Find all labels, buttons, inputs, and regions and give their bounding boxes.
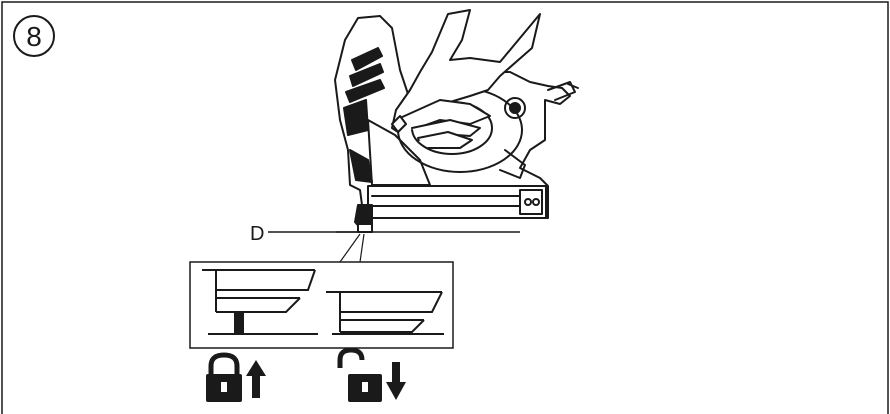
detail-inset-frame [189, 261, 454, 349]
zoom-leader-left [339, 233, 361, 263]
label-d-text: D [250, 223, 264, 245]
step-badge-circle [13, 15, 55, 57]
step-badge: 8 [13, 15, 55, 57]
lock-closed-keyhole [221, 382, 227, 392]
arrow-up-icon [246, 360, 266, 398]
finger-3 [417, 131, 473, 149]
step-number: 8 [26, 21, 42, 52]
magazine-screw-1 [524, 198, 532, 206]
handle-grip [351, 47, 383, 71]
thumb-nail [391, 115, 407, 133]
hand-illustration [391, 9, 541, 149]
zoom-leader-right [359, 233, 365, 263]
hand-outline [391, 9, 541, 133]
left-shoe [216, 269, 316, 313]
lock-open-shackle [337, 347, 365, 368]
arrow-up-head [246, 360, 266, 376]
power-cord [547, 81, 576, 101]
handle-grip-3 [345, 79, 385, 103]
handle-grip-2 [349, 63, 384, 87]
cord-knob [504, 97, 526, 119]
front-housing-dark [349, 149, 373, 183]
detail-inset [189, 261, 454, 349]
left-nail [234, 312, 244, 334]
detail-left-raised [202, 269, 318, 335]
arrow-down-icon [386, 362, 406, 400]
lock-open-keyhole [362, 382, 368, 392]
nose-tip-foot [357, 223, 373, 233]
locked-up-indicator [206, 352, 266, 402]
lock-closed-shackle [208, 352, 240, 376]
finger-1 [399, 99, 491, 131]
lock-open-icon [337, 347, 382, 402]
arrow-up-shaft [252, 374, 260, 398]
arrow-down-shaft [392, 362, 400, 384]
trigger-area [499, 149, 526, 179]
lock-closed-icon [206, 352, 242, 402]
detail-right-lowered [326, 291, 444, 335]
label-d: D [250, 223, 360, 245]
magazine-screw-2 [532, 198, 540, 206]
magazine-end-cap [519, 189, 543, 215]
cord-end [567, 83, 579, 89]
arrow-down-head [386, 382, 406, 400]
unlocked-down-indicator [337, 347, 406, 402]
right-shoe [340, 291, 443, 333]
magazine-rail [367, 185, 547, 219]
handle-grip-4 [343, 99, 369, 136]
nailer-body-outline [334, 15, 571, 219]
cord-knob-inner [509, 102, 521, 114]
